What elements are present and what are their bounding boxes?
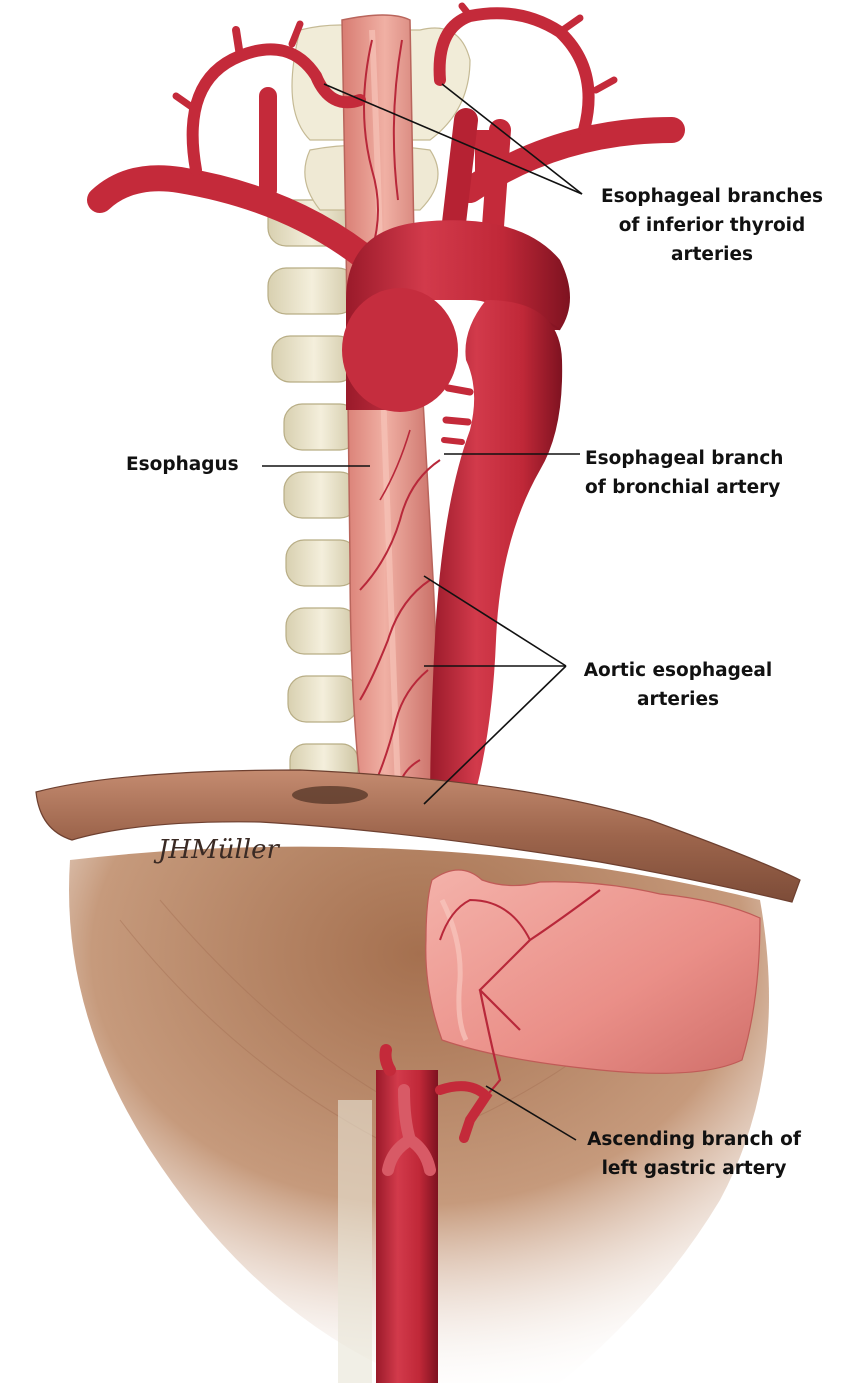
vertebra (284, 404, 358, 450)
vertebra (288, 676, 358, 722)
label-line: of bronchial artery (585, 477, 780, 498)
vertebra (286, 540, 358, 586)
label-line: Aortic esophageal (584, 660, 773, 681)
label-thyroid: Esophageal branches of inferior thyroid … (601, 186, 823, 265)
label-line: Esophageal branches (601, 186, 823, 207)
label-bronchial: Esophageal branch of bronchial artery (585, 448, 783, 498)
label-line: arteries (671, 244, 753, 265)
label-line: Esophagus (126, 454, 239, 475)
label-aortic: Aortic esophageal arteries (584, 660, 773, 710)
label-line: of inferior thyroid (619, 215, 806, 236)
label-line: Esophageal branch (585, 448, 783, 469)
label-line: Ascending branch of (587, 1129, 802, 1150)
vertebra (286, 608, 358, 654)
label-esophagus: Esophagus (126, 454, 239, 475)
label-line: arteries (637, 689, 719, 710)
vertebra (284, 472, 358, 518)
esophageal-hiatus (292, 786, 368, 804)
artist-signature: JHMüller (153, 835, 280, 865)
vertebra (268, 268, 356, 314)
label-line: left gastric artery (602, 1158, 787, 1179)
